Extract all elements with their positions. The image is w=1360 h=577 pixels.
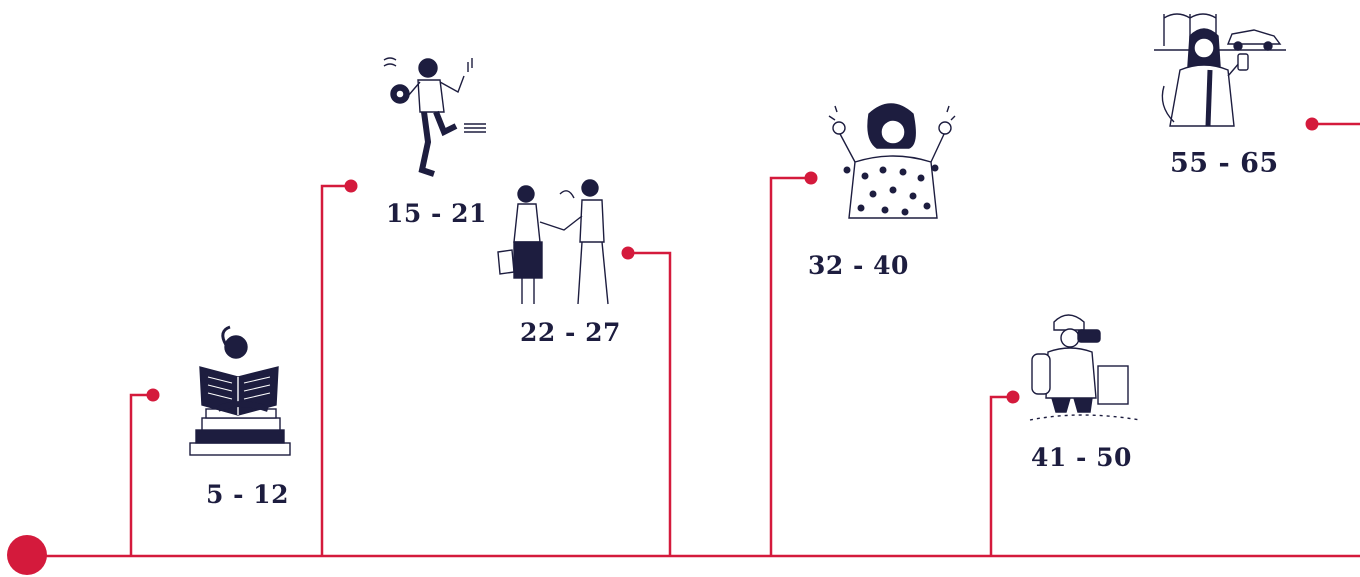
hiker-with-binoculars-icon: [1022, 308, 1152, 428]
stage-label-adult: 32 - 40: [808, 251, 909, 280]
stage-label-senior: 55 - 65: [1170, 148, 1279, 179]
stage-branch-adult: [771, 172, 818, 557]
stage-label-childhood: 5 - 12: [206, 480, 289, 509]
traveler-with-phone-and-car-icon: [1150, 6, 1290, 131]
timeline-start-dot: [7, 535, 47, 575]
person-celebrating-icon: [825, 98, 960, 223]
stage-branch-senior: [1306, 118, 1360, 131]
stage-label-middle-age: 41 - 50: [1031, 443, 1132, 472]
stage-branch-teen: [322, 180, 358, 557]
stage-branch-childhood: [131, 389, 160, 557]
stage-label-teen: 15 - 21: [386, 199, 487, 228]
stage-branch-middle-age: [991, 391, 1020, 557]
teen-dancing-with-music-icon: [378, 52, 493, 187]
child-reading-on-books-icon: [178, 325, 303, 460]
couple-handshake-icon: [490, 172, 630, 312]
stage-label-young-adult: 22 - 27: [520, 318, 621, 347]
